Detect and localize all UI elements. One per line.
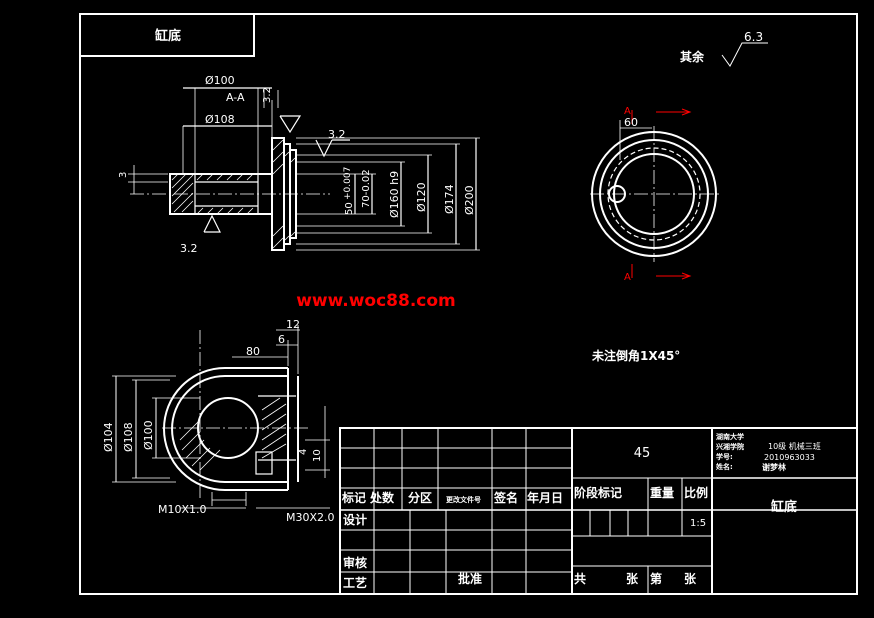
tb-h-zhongliang: 重量 bbox=[650, 485, 674, 500]
title-box-text: 缸底 bbox=[154, 28, 181, 44]
tb-gong: 共 bbox=[574, 571, 586, 586]
dim-d120: Ø120 bbox=[415, 182, 428, 212]
dim-eighty: 80 bbox=[246, 345, 260, 358]
tb-school: 湖南大学 bbox=[716, 432, 744, 441]
roughness-value: 6.3 bbox=[744, 30, 763, 44]
dim-d108-bottom: Ø108 bbox=[122, 422, 135, 452]
section-mark-bottom: A bbox=[624, 272, 631, 283]
dim-fifty: 50 bbox=[344, 202, 355, 215]
dim-tol-lower: 70-0.02 bbox=[361, 169, 372, 208]
roughness-label: 其余 bbox=[680, 49, 705, 64]
tb-material: 45 bbox=[634, 446, 651, 461]
tb-h-bili: 比例 bbox=[684, 485, 708, 500]
tb-sheji: 设计 bbox=[343, 512, 367, 527]
tb-name-label: 姓名: bbox=[715, 462, 733, 471]
dim-d174: Ø174 bbox=[443, 184, 456, 214]
dim-d100-front: Ø100 bbox=[205, 74, 235, 87]
dim-d160: Ø160 h9 bbox=[388, 171, 401, 218]
roughness-symbol-icon bbox=[721, 42, 768, 67]
tb-h-jieduan: 阶段标记 bbox=[574, 485, 622, 500]
bottom-view bbox=[112, 325, 330, 509]
section-cut-marks bbox=[631, 108, 692, 280]
dim-d200: Ø200 bbox=[463, 185, 476, 215]
title-box bbox=[80, 14, 255, 57]
tb-pizhun: 批准 bbox=[458, 571, 482, 586]
tb-shenhe: 审核 bbox=[343, 555, 367, 570]
tb-h-fenqu: 分区 bbox=[408, 490, 432, 505]
dim-twelve: 12 bbox=[286, 318, 300, 331]
tb-id-label: 学号: bbox=[716, 452, 733, 461]
tb-h-qianming: 签名 bbox=[493, 490, 518, 505]
tb-college: 兴湘学院 bbox=[716, 442, 744, 451]
tb-zhang1: 张 bbox=[626, 571, 639, 586]
chamfer-note: 未注倒角1X45° bbox=[591, 348, 680, 363]
watermark: www.woc88.com bbox=[296, 291, 456, 311]
tb-part-name: 缸底 bbox=[770, 499, 797, 515]
dim-r4: 4 bbox=[298, 449, 309, 455]
dim-r32-top: 3.2 bbox=[262, 87, 273, 103]
dim-tol-upper: +0.007 bbox=[343, 167, 353, 200]
dim-d100-bottom: Ø100 bbox=[142, 420, 155, 450]
tb-zhang2: 张 bbox=[684, 571, 697, 586]
dim-three: 3 bbox=[118, 172, 129, 178]
dim-m10: M10X1.0 bbox=[158, 503, 207, 516]
tb-scale: 1:5 bbox=[690, 518, 706, 529]
dim-r32-mid: 3.2 bbox=[328, 128, 346, 141]
tb-id-value: 2010963033 bbox=[764, 453, 815, 462]
dim-six: 6 bbox=[278, 333, 285, 346]
tb-gongyi: 工艺 bbox=[343, 575, 367, 590]
tb-class: 10级 机械三班 bbox=[768, 441, 821, 451]
section-label: A-A bbox=[226, 91, 245, 104]
side-view bbox=[590, 120, 720, 262]
tb-di: 第 bbox=[650, 571, 662, 586]
dim-r10: 10 bbox=[312, 449, 323, 462]
front-section-view bbox=[128, 87, 480, 251]
dim-r32-left: 3.2 bbox=[180, 242, 198, 255]
tb-h-gengai: 更改文件号 bbox=[446, 495, 481, 504]
tb-h-biaoji: 标记 bbox=[341, 490, 366, 505]
dim-d104: Ø104 bbox=[102, 422, 115, 452]
tb-h-chushu: 处数 bbox=[369, 490, 395, 505]
dim-d108-front: Ø108 bbox=[205, 113, 235, 126]
section-mark-top: A bbox=[624, 106, 631, 117]
tb-name-value: 谢梦林 bbox=[762, 462, 786, 472]
dim-m30: M30X2.0 bbox=[286, 511, 335, 524]
dim-sixty: 60 bbox=[624, 116, 638, 129]
tb-h-nianyueri: 年月日 bbox=[527, 490, 563, 505]
title-block bbox=[339, 427, 858, 595]
